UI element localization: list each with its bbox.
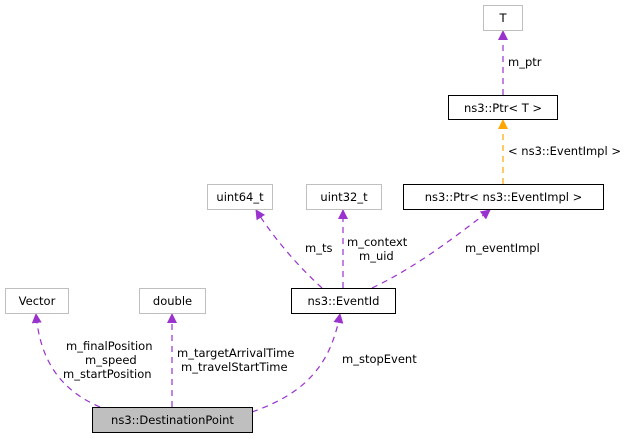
edge-label-m-targetarrivaltime: m_targetArrivalTime [177,346,295,360]
edge-label-m-context: m_context [347,235,408,249]
edge-label-m-finalposition: m_finalPosition [66,339,153,353]
edge-label-m-ts: m_ts [305,241,333,255]
edge-dest-to-eventid [251,313,344,413]
node-ptr-t[interactable]: ns3::Ptr< T > [448,95,558,120]
edge-eventid-to-ptr-eventimpl [371,209,491,289]
edge-dest-to-vector [31,313,101,408]
edge-label-m-speed: m_speed [85,353,137,367]
edge-label-m-stopevent: m_stopEvent [342,352,417,366]
node-eventid[interactable]: ns3::EventId [291,288,396,314]
node-ptr-eventimpl[interactable]: ns3::Ptr< ns3::EventImpl > [403,184,604,210]
node-double[interactable]: double [139,288,206,314]
edge-label-m-ptr: m_ptr [508,55,542,69]
edge-label-m-travelstarttime: m_travelStartTime [181,360,288,374]
node-t[interactable]: T [483,5,523,31]
node-uint64[interactable]: uint64_t [207,184,273,210]
node-destination-point[interactable]: ns3::DestinationPoint [92,407,253,433]
edge-label-m-startposition: m_startPosition [63,367,152,381]
node-vector[interactable]: Vector [5,288,69,314]
edge-label-m-uid: m_uid [359,249,394,263]
node-uint32[interactable]: uint32_t [306,184,382,210]
edge-label-template-arg: < ns3::EventImpl > [508,144,621,158]
edge-label-m-eventimpl: m_eventImpl [465,241,540,255]
edge-eventid-to-uint64 [255,209,323,289]
